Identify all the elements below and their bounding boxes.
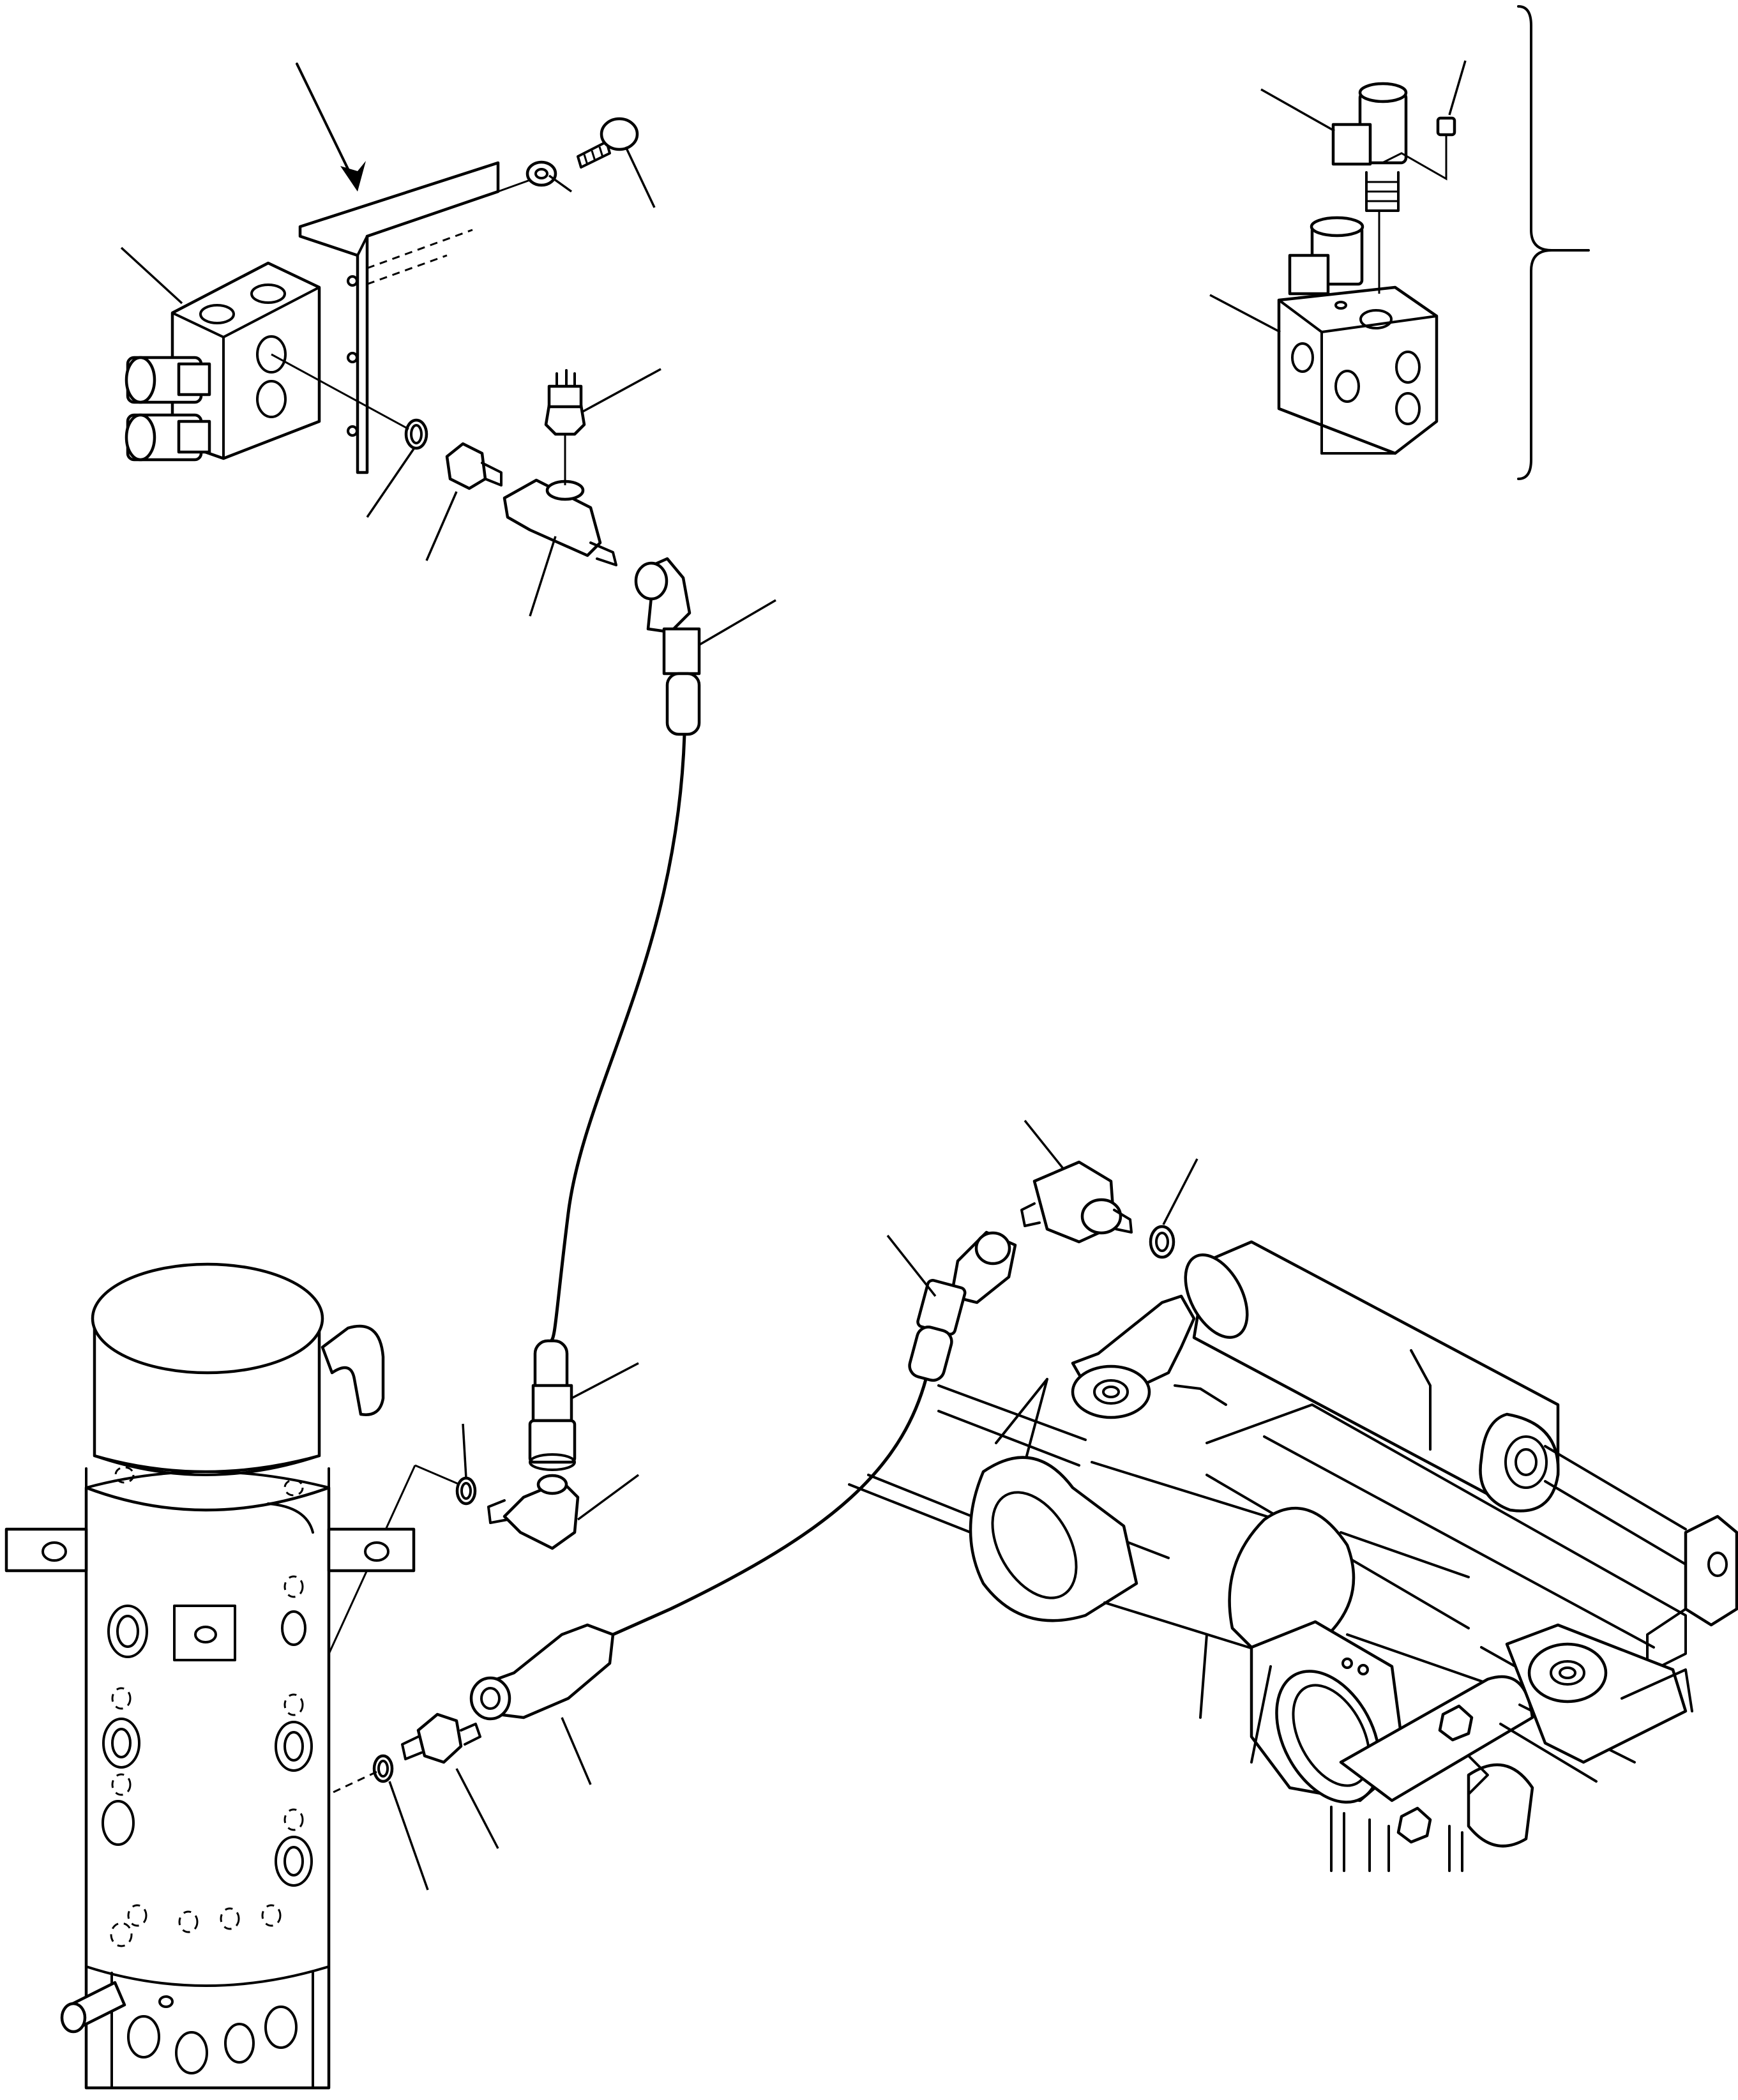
washer bbox=[525, 160, 557, 187]
hose bbox=[550, 734, 931, 1636]
solenoid-valve-block bbox=[125, 261, 321, 462]
hose-end-middle bbox=[528, 1339, 577, 1471]
inset-solenoid-upper bbox=[1331, 82, 1447, 294]
hose-end-top bbox=[634, 557, 701, 736]
swivel-joint bbox=[4, 1262, 416, 2090]
solenoid-coil-1 bbox=[125, 356, 211, 404]
elbow-fitting bbox=[487, 1474, 580, 1550]
alternate-valve-block-inset bbox=[1209, 5, 1590, 480]
elbow-fitting-right bbox=[1020, 1160, 1133, 1244]
mounting-bracket bbox=[298, 161, 500, 474]
connector-bottom bbox=[401, 1712, 481, 1764]
pressure-switch bbox=[544, 369, 586, 436]
bolt bbox=[497, 117, 639, 193]
o-ring bbox=[271, 353, 428, 450]
o-ring-bottom bbox=[372, 1754, 394, 1783]
o-ring-swivel bbox=[455, 1476, 477, 1506]
hose-end-bottom bbox=[469, 1623, 615, 1721]
solenoid-coil-2 bbox=[125, 413, 211, 462]
connector bbox=[445, 442, 503, 490]
o-ring-right bbox=[1149, 1225, 1175, 1259]
inset-brace bbox=[1517, 5, 1553, 480]
cylinder-assembly bbox=[848, 1240, 1738, 1872]
hose-end-right bbox=[908, 1230, 1017, 1382]
inset-solenoid-lower bbox=[1288, 216, 1364, 296]
inset-screw bbox=[1436, 116, 1456, 137]
inset-valve-block bbox=[1277, 285, 1439, 455]
bracket-arrow bbox=[296, 63, 366, 192]
